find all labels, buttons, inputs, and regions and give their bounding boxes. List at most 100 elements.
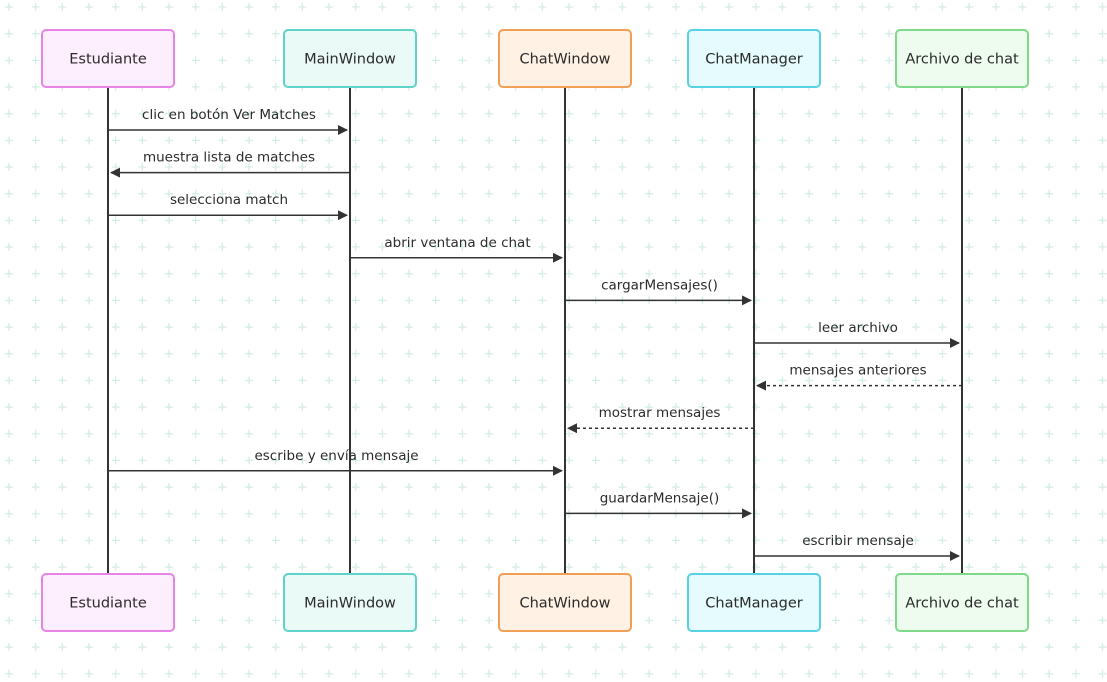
grid-plus-mark bbox=[858, 269, 867, 278]
grid-plus-mark bbox=[138, 376, 147, 385]
grid-plus-mark bbox=[5, 403, 13, 412]
grid-plus-mark bbox=[725, 536, 734, 545]
grid-plus-mark bbox=[511, 323, 520, 332]
grid-plus-mark bbox=[671, 56, 680, 65]
grid-plus-mark bbox=[511, 456, 520, 465]
grid-plus-mark bbox=[538, 456, 547, 465]
grid-plus-mark bbox=[111, 349, 120, 358]
grid-plus-mark bbox=[85, 509, 94, 518]
grid-plus-mark bbox=[645, 83, 654, 92]
grid-plus-mark bbox=[1071, 376, 1080, 385]
grid-plus-mark bbox=[191, 296, 200, 305]
grid-plus-mark bbox=[591, 563, 600, 572]
participant-label: Estudiante bbox=[69, 52, 147, 68]
grid-plus-mark bbox=[378, 243, 387, 252]
grid-plus-mark bbox=[698, 3, 707, 11]
grid-plus-mark bbox=[245, 323, 254, 332]
grid-plus-mark bbox=[138, 456, 147, 465]
grid-plus-mark bbox=[378, 536, 387, 545]
participant-box-archivo-bottom: Archivo de chat bbox=[895, 573, 1029, 632]
grid-plus-mark bbox=[191, 269, 200, 278]
grid-plus-mark bbox=[1071, 616, 1080, 625]
grid-plus-mark bbox=[31, 429, 40, 438]
grid-plus-mark bbox=[405, 349, 414, 358]
grid-plus-mark bbox=[218, 269, 227, 278]
grid-plus-mark bbox=[218, 669, 227, 678]
grid-plus-mark bbox=[1018, 163, 1027, 172]
grid-plus-mark bbox=[645, 269, 654, 278]
grid-plus-mark bbox=[1098, 29, 1107, 38]
grid-plus-mark bbox=[645, 243, 654, 252]
participant-rect bbox=[895, 29, 1029, 88]
grid-plus-mark bbox=[458, 616, 467, 625]
grid-plus-mark bbox=[725, 109, 734, 118]
grid-plus-mark bbox=[298, 563, 307, 572]
grid-plus-mark bbox=[85, 429, 94, 438]
message-arrow: muestra lista de matches bbox=[110, 150, 350, 178]
grid-plus-mark bbox=[938, 109, 947, 118]
grid-plus-mark bbox=[218, 616, 227, 625]
grid-plus-mark bbox=[165, 563, 174, 572]
grid-plus-mark bbox=[485, 243, 494, 252]
grid-plus-mark bbox=[191, 376, 200, 385]
grid-plus-mark bbox=[858, 376, 867, 385]
grid-plus-mark bbox=[405, 243, 414, 252]
grid-plus-mark bbox=[58, 376, 67, 385]
grid-plus-mark bbox=[58, 189, 67, 198]
grid-plus-mark bbox=[271, 403, 280, 412]
grid-plus-mark bbox=[1071, 403, 1080, 412]
grid-plus-mark bbox=[165, 669, 174, 678]
grid-plus-mark bbox=[431, 323, 440, 332]
grid-plus-mark bbox=[1045, 189, 1054, 198]
grid-plus-mark bbox=[351, 216, 360, 225]
grid-plus-mark bbox=[618, 269, 627, 278]
grid-plus-mark bbox=[858, 189, 867, 198]
grid-plus-mark bbox=[805, 483, 814, 492]
grid-plus-mark bbox=[111, 536, 120, 545]
grid-plus-mark bbox=[165, 403, 174, 412]
grid-plus-mark bbox=[831, 589, 840, 598]
grid-plus-mark bbox=[111, 163, 120, 172]
grid-plus-mark bbox=[991, 483, 1000, 492]
grid-plus-mark bbox=[5, 483, 13, 492]
grid-plus-mark bbox=[618, 669, 627, 678]
grid-plus-mark bbox=[938, 3, 947, 11]
grid-plus-mark bbox=[485, 323, 494, 332]
grid-plus-mark bbox=[991, 136, 1000, 145]
grid-plus-mark bbox=[58, 269, 67, 278]
grid-plus-mark bbox=[1045, 269, 1054, 278]
grid-plus-mark bbox=[245, 109, 254, 118]
message-arrow: guardarMensaje() bbox=[565, 490, 752, 519]
grid-plus-mark bbox=[5, 669, 13, 678]
grid-plus-mark bbox=[298, 483, 307, 492]
grid-plus-mark bbox=[58, 403, 67, 412]
grid-plus-mark bbox=[965, 643, 974, 652]
grid-plus-mark bbox=[298, 403, 307, 412]
grid-plus-mark bbox=[485, 643, 494, 652]
grid-plus-mark bbox=[405, 669, 414, 678]
grid-plus-mark bbox=[965, 163, 974, 172]
grid-plus-mark bbox=[378, 563, 387, 572]
grid-plus-mark bbox=[5, 323, 13, 332]
grid-plus-mark bbox=[1071, 429, 1080, 438]
grid-plus-mark bbox=[111, 136, 120, 145]
grid-plus-mark bbox=[458, 536, 467, 545]
grid-plus-mark bbox=[751, 643, 760, 652]
grid-plus-mark bbox=[431, 29, 440, 38]
grid-plus-mark bbox=[191, 189, 200, 198]
grid-plus-mark bbox=[245, 269, 254, 278]
grid-plus-mark bbox=[1071, 163, 1080, 172]
grid-plus-mark bbox=[1045, 163, 1054, 172]
grid-plus-mark bbox=[1071, 456, 1080, 465]
grid-plus-mark bbox=[1018, 456, 1027, 465]
grid-plus-mark bbox=[485, 296, 494, 305]
grid-plus-mark bbox=[618, 163, 627, 172]
grid-plus-mark bbox=[591, 376, 600, 385]
grid-plus-mark bbox=[298, 216, 307, 225]
grid-plus-mark bbox=[858, 669, 867, 678]
grid-plus-mark bbox=[725, 403, 734, 412]
grid-plus-mark bbox=[58, 429, 67, 438]
grid-plus-mark bbox=[965, 323, 974, 332]
grid-plus-mark bbox=[405, 136, 414, 145]
grid-plus-mark bbox=[591, 163, 600, 172]
